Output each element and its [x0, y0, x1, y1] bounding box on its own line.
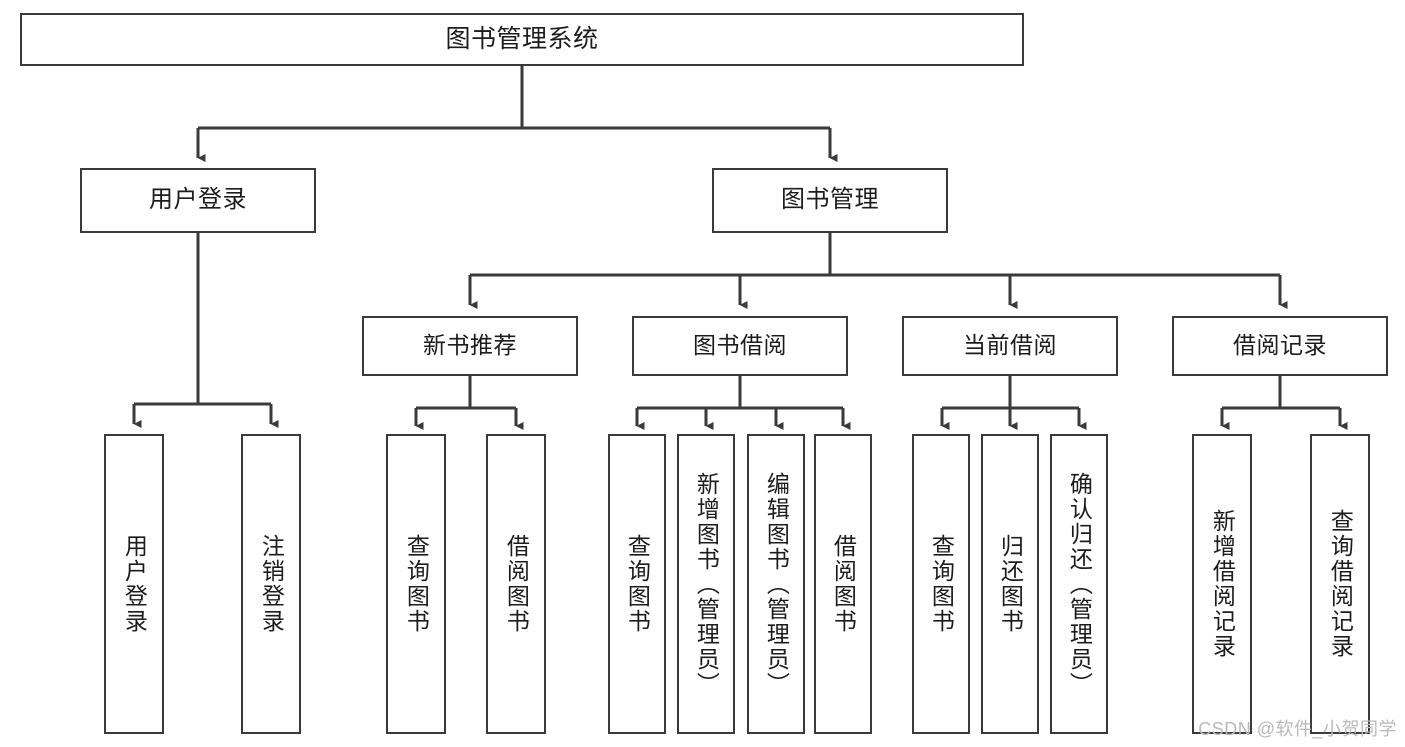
node-user-login[interactable]: 用户登录	[80, 168, 316, 233]
leaf-edit-book-admin[interactable]: 编辑图书（管理员）	[747, 434, 805, 734]
node-label: 当前借阅	[963, 332, 1057, 359]
node-label: 图书管理系统	[445, 24, 599, 53]
leaf-logout[interactable]: 注销登录	[241, 434, 301, 734]
leaf-confirm-return-admin[interactable]: 确认归还（管理员）	[1050, 434, 1108, 734]
leaf-user-login[interactable]: 用户登录	[104, 434, 164, 734]
node-label: 查询借阅记录	[1327, 509, 1354, 659]
leaf-query-book-borrow[interactable]: 查询图书	[608, 434, 666, 734]
leaf-query-book-recommend[interactable]: 查询图书	[386, 434, 446, 734]
node-label: 图书借阅	[693, 332, 787, 359]
node-book-borrow[interactable]: 图书借阅	[632, 316, 848, 376]
node-label: 图书管理	[781, 186, 879, 214]
leaf-query-borrow-record[interactable]: 查询借阅记录	[1310, 434, 1370, 734]
leaf-add-borrow-record[interactable]: 新增借阅记录	[1192, 434, 1252, 734]
node-label: 注销登录	[258, 534, 285, 634]
leaf-query-book-current[interactable]: 查询图书	[912, 434, 970, 734]
leaf-borrow-book-recommend[interactable]: 借阅图书	[486, 434, 546, 734]
node-label: 查询图书	[403, 534, 430, 634]
node-book-management[interactable]: 图书管理	[712, 168, 948, 233]
node-label: 查询图书	[928, 534, 955, 634]
leaf-add-book-admin[interactable]: 新增图书（管理员）	[677, 434, 735, 734]
leaf-return-book[interactable]: 归还图书	[981, 434, 1039, 734]
node-current-borrow[interactable]: 当前借阅	[902, 316, 1118, 376]
node-label: 用户登录	[149, 186, 247, 214]
node-root-book-management-system[interactable]: 图书管理系统	[20, 13, 1024, 66]
node-new-book-recommend[interactable]: 新书推荐	[362, 316, 578, 376]
node-label: 确认归还（管理员）	[1066, 471, 1093, 697]
node-label: 用户登录	[121, 534, 148, 634]
watermark-text: CSDN @软件_小贺同学	[1198, 719, 1397, 739]
node-label: 借阅记录	[1233, 332, 1327, 359]
node-label: 新增图书（管理员）	[693, 471, 720, 697]
node-label: 查询图书	[624, 534, 651, 634]
node-label: 归还图书	[997, 534, 1024, 634]
node-label: 新书推荐	[423, 332, 517, 359]
node-label: 新增借阅记录	[1209, 509, 1236, 659]
node-borrow-record[interactable]: 借阅记录	[1172, 316, 1388, 376]
node-label: 借阅图书	[830, 534, 857, 634]
node-label: 借阅图书	[503, 534, 530, 634]
leaf-borrow-book[interactable]: 借阅图书	[814, 434, 872, 734]
node-label: 编辑图书（管理员）	[763, 471, 790, 697]
